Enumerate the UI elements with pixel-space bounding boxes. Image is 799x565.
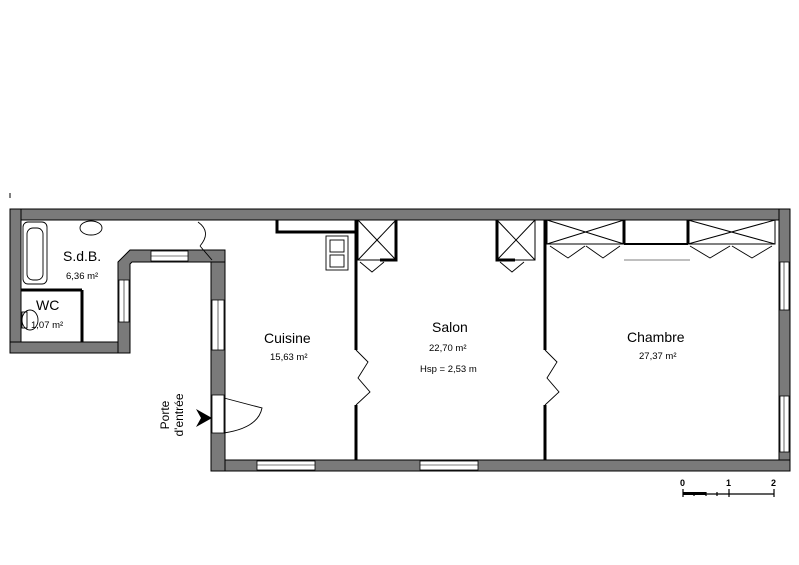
room-area-wc: 1,07 m² bbox=[31, 320, 64, 331]
window-cuisine-bottom bbox=[256, 460, 316, 471]
entry-label: Porte d'entrée bbox=[158, 385, 218, 445]
scale-tick-1: 1 bbox=[726, 478, 732, 488]
room-name-chambre: Chambre bbox=[627, 329, 685, 345]
entry-opening bbox=[211, 394, 225, 434]
door-swing-closet-a bbox=[359, 261, 385, 273]
window-chambre-right-2 bbox=[779, 395, 790, 453]
room-name-sdb: S.d.B. bbox=[63, 248, 102, 264]
left-wall-bath bbox=[9, 208, 22, 354]
closet-walls bbox=[380, 220, 690, 262]
top-wall bbox=[9, 208, 791, 221]
door-swing-closet-b bbox=[499, 261, 525, 273]
door-swings bbox=[197, 221, 773, 434]
window-chambre-right-1 bbox=[779, 261, 790, 311]
entry-label-line1: Porte bbox=[158, 400, 172, 430]
room-area-chambre: 27,37 m² bbox=[639, 351, 677, 362]
bathtub bbox=[22, 221, 48, 285]
window-glazing-lines bbox=[123, 255, 785, 466]
door-swing-bath bbox=[197, 221, 213, 261]
bath-corner-wall bbox=[117, 249, 226, 354]
door-swing-closet-c bbox=[549, 245, 621, 259]
closets bbox=[357, 219, 776, 261]
scale-tick-2: 2 bbox=[771, 478, 777, 488]
scale-tick-0: 0 bbox=[680, 478, 686, 488]
room-name-wc: WC bbox=[36, 297, 60, 313]
window-salon-bottom bbox=[419, 460, 479, 471]
kitchen-sink bbox=[325, 235, 349, 271]
bath-sink bbox=[79, 220, 103, 236]
room-height-salon: Hsp = 2,53 m bbox=[420, 364, 477, 375]
interior-walls bbox=[21, 220, 547, 460]
room-area-cuisine: 15,63 m² bbox=[270, 352, 308, 363]
entry-label-line2: d'entrée bbox=[172, 393, 186, 437]
scale-bar-segment bbox=[683, 492, 706, 495]
cuisine-top-wall bbox=[275, 220, 358, 234]
room-name-salon: Salon bbox=[432, 319, 468, 335]
room-name-cuisine: Cuisine bbox=[264, 330, 311, 346]
door-swing-chambre bbox=[544, 349, 560, 406]
door-swing-closet-d bbox=[689, 245, 773, 259]
room-area-salon: 22,70 m² bbox=[429, 343, 467, 354]
entry-arrow-icon bbox=[196, 409, 212, 427]
door-swing-entry bbox=[223, 397, 263, 434]
room-area-sdb: 6,36 m² bbox=[66, 271, 99, 282]
door-swing-cuisine-salon bbox=[355, 349, 371, 406]
fixtures bbox=[21, 220, 349, 331]
bath-bottom-wall bbox=[9, 341, 131, 354]
